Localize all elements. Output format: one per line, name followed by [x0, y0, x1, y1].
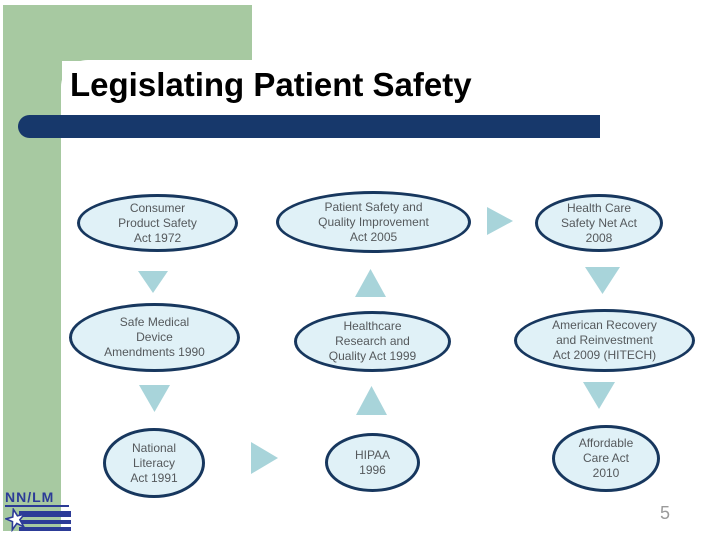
- flow-node-affordable-care-act-2010: Affordable Care Act 2010: [552, 425, 660, 492]
- flow-node-label: Consumer Product Safety Act 1972: [118, 200, 197, 245]
- flow-node-consumer-product-safety-act-1972: Consumer Product Safety Act 1972: [77, 194, 238, 252]
- flow-node-national-literacy-act-1991: National Literacy Act 1991: [103, 428, 205, 498]
- flow-node-label: HIPAA 1996: [354, 447, 391, 477]
- green-accent-sidebar: [3, 5, 62, 531]
- flow-node-hipaa-1996: HIPAA 1996: [325, 433, 420, 492]
- nnlm-star-flag-icon: [5, 508, 71, 532]
- title-underline-bar: [18, 115, 600, 138]
- flow-node-patient-safety-quality-improvement-act-2005: Patient Safety and Quality Improvement A…: [276, 191, 471, 253]
- flow-node-safe-medical-device-amendments-1990: Safe Medical Device Amendments 1990: [69, 303, 240, 372]
- flow-node-label: Healthcare Research and Quality Act 1999: [328, 319, 417, 363]
- flow-node-label: Health Care Safety Net Act 2008: [560, 200, 638, 245]
- flow-node-label: National Literacy Act 1991: [130, 440, 178, 485]
- flow-node-label: American Recovery and Reinvestment Act 2…: [552, 318, 657, 362]
- nnlm-logo: NN/LM: [5, 490, 75, 532]
- flow-node-label: Affordable Care Act 2010: [578, 436, 634, 480]
- flow-node-label: Patient Safety and Quality Improvement A…: [318, 199, 429, 244]
- nnlm-logo-text: NN/LM: [5, 490, 69, 507]
- slide-title: Legislating Patient Safety: [70, 66, 472, 103]
- flow-node-label: Safe Medical Device Amendments 1990: [104, 315, 205, 359]
- flow-node-american-recovery-reinvestment-act-2009: American Recovery and Reinvestment Act 2…: [514, 309, 695, 372]
- flow-node-health-care-safety-net-act-2008: Health Care Safety Net Act 2008: [535, 194, 663, 252]
- page-number: 5: [660, 503, 671, 523]
- flow-node-healthcare-research-quality-act-1999: Healthcare Research and Quality Act 1999: [294, 311, 451, 372]
